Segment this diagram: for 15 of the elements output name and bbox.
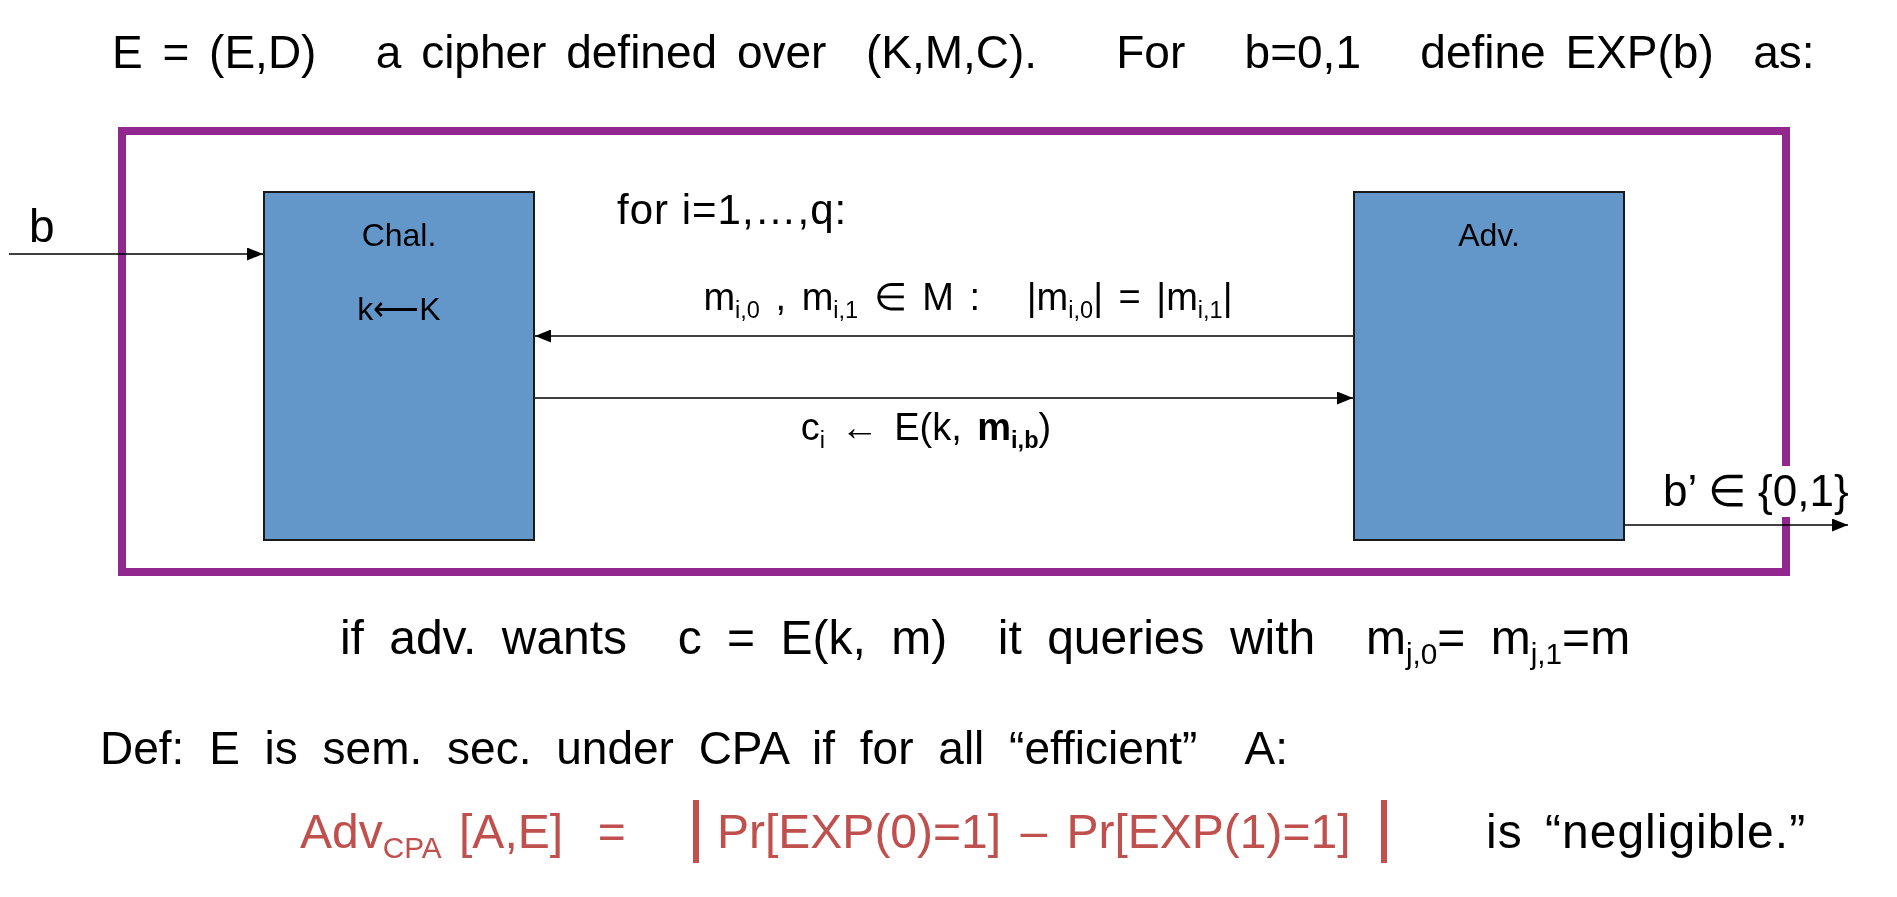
adversary-box (1353, 191, 1625, 541)
title: E = (E,D) a cipher defined over (K,M,C). For b=0,1 define EXP(b) as: (112, 26, 1815, 79)
challenger-box (263, 191, 535, 541)
formula-text: Adv$_{CPA}$ [A,E] = (300, 804, 626, 860)
box-text: k⟵K (357, 291, 441, 328)
box-heading: Adv. (1458, 217, 1520, 254)
formula-text: Pr[EXP(0)=1] – Pr[EXP(1)=1] (717, 804, 1351, 860)
arrow (8, 247, 264, 261)
arrow (1624, 518, 1849, 532)
definition-text: Def: E is sem. sec. under CPA if for all “efficient” A: (100, 722, 1288, 775)
formula-text: is “negligible.” (1486, 804, 1807, 860)
loop-text: for i=1,…,q: (617, 186, 848, 235)
arrow (534, 391, 1354, 405)
arrow (534, 329, 1354, 343)
box-heading: Chal. (361, 217, 437, 254)
